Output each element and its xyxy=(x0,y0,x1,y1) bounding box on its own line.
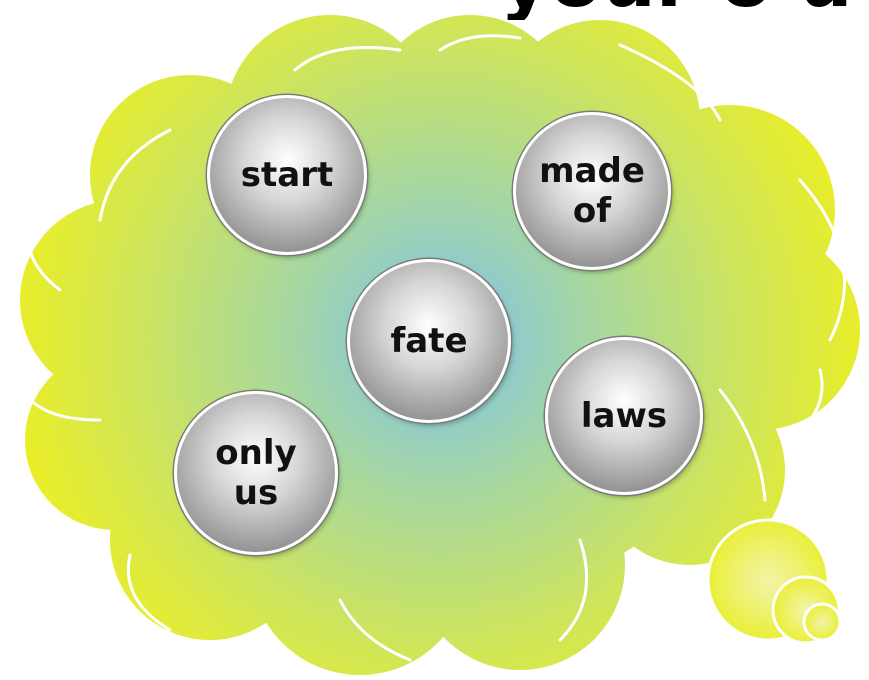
page-title: your o u xyxy=(500,0,869,20)
cloud-outline-arcs xyxy=(18,34,847,662)
bubble-only-us-label: only us xyxy=(215,433,297,513)
bubble-fate-label: fate xyxy=(390,321,468,361)
bubble-made-of: made of xyxy=(513,112,671,270)
bubble-only-us: only us xyxy=(174,391,338,555)
bubble-laws: laws xyxy=(545,337,703,495)
bubble-fate: fate xyxy=(347,259,511,423)
bubble-laws-label: laws xyxy=(580,396,668,436)
bubble-made-of-label: made of xyxy=(539,151,645,231)
bubble-start: start xyxy=(207,95,367,255)
thought-trail xyxy=(706,518,842,645)
bubble-start-label: start xyxy=(240,155,334,195)
